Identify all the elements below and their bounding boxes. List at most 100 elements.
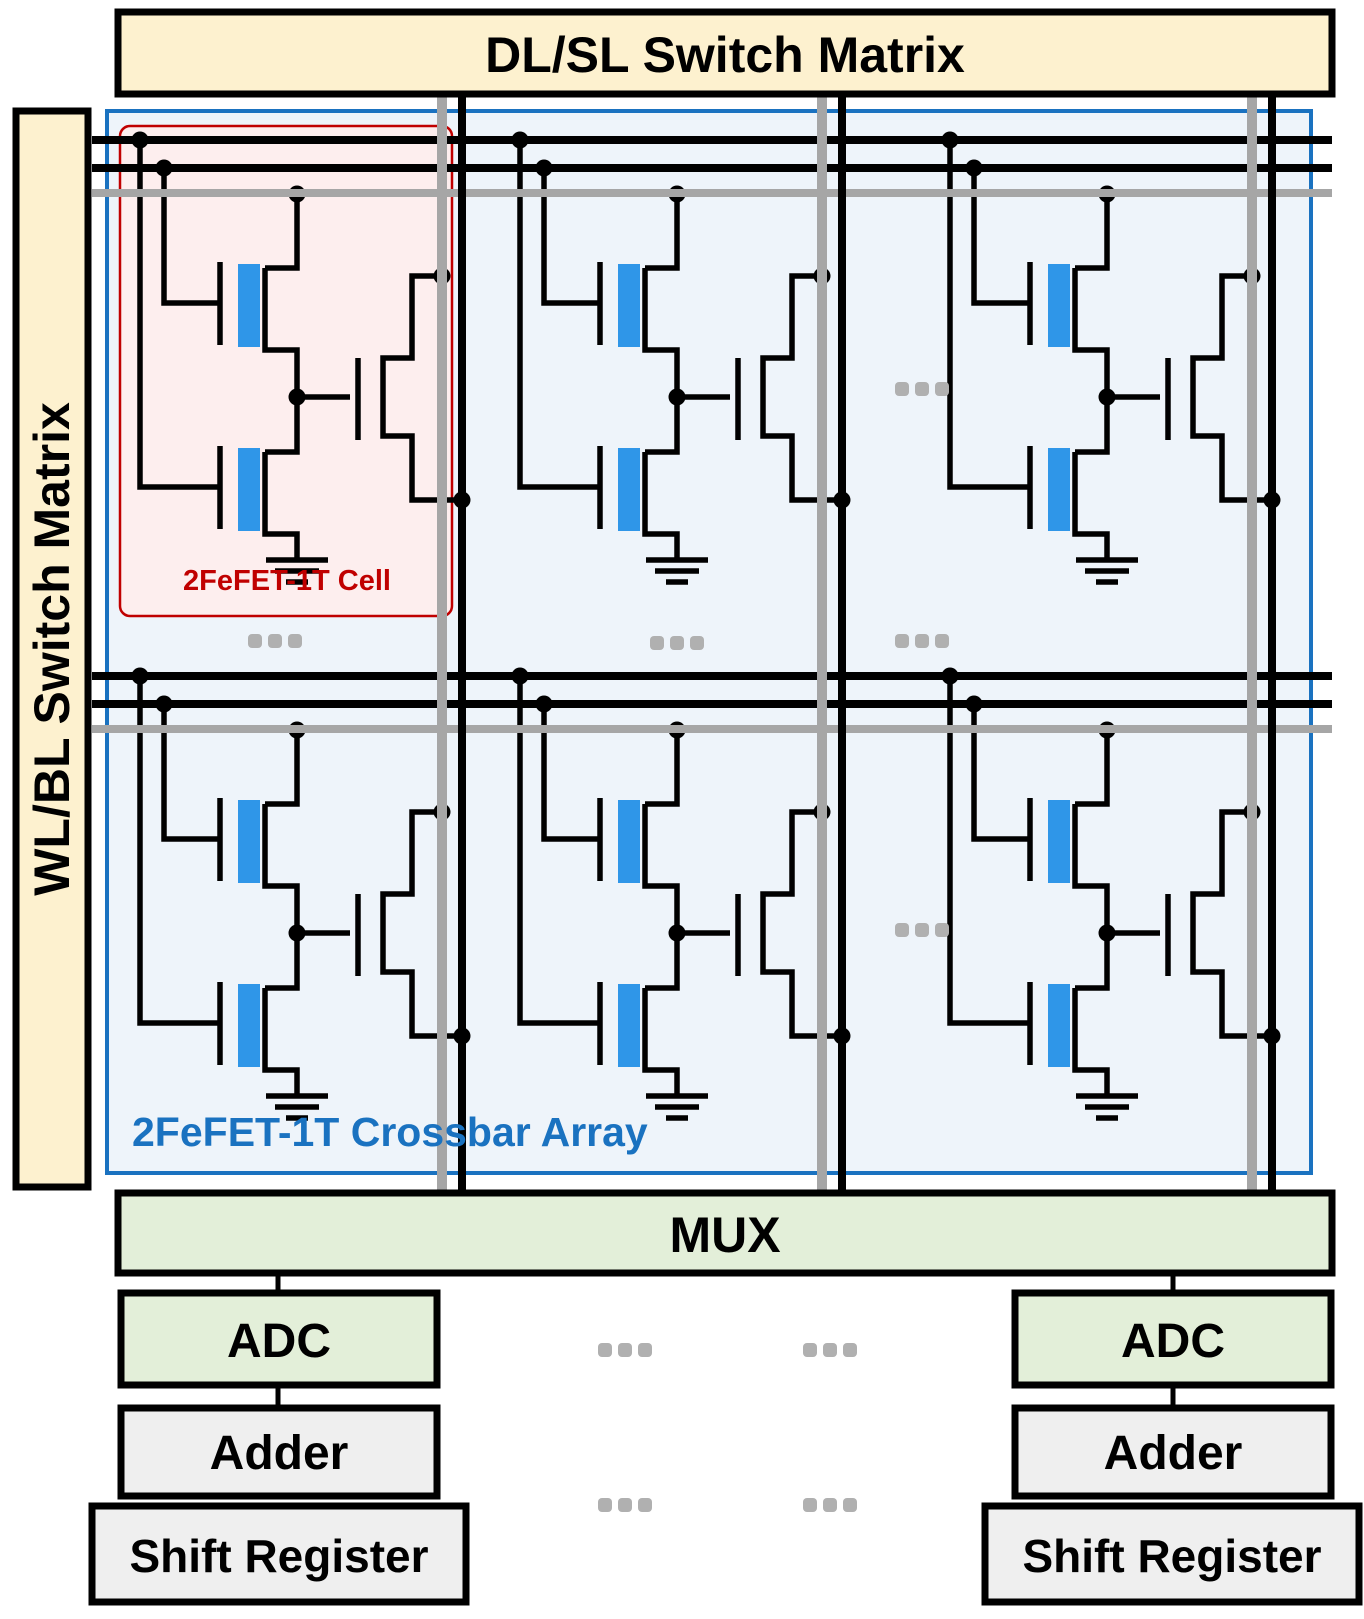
fefet-channel-wire bbox=[642, 452, 680, 560]
ellipsis-indicator bbox=[598, 1343, 652, 1357]
ellipsis-dot bbox=[895, 382, 909, 396]
ellipsis-dot bbox=[843, 1498, 857, 1512]
ellipsis-dot bbox=[598, 1498, 612, 1512]
gate-wire bbox=[161, 168, 220, 306]
left-adc-block: ADC bbox=[117, 1289, 441, 1389]
ferroelectric-layer bbox=[1048, 984, 1070, 1067]
right-adc-label: ADC bbox=[1121, 1315, 1225, 1368]
transistor-channel-wire bbox=[380, 273, 462, 503]
left-shift-register-label: Shift Register bbox=[129, 1530, 428, 1582]
junction-dot bbox=[668, 388, 686, 406]
left-shift-register-block: Shift Register bbox=[88, 1502, 470, 1606]
ground-symbol bbox=[266, 557, 328, 585]
fefet-channel-wire bbox=[262, 988, 300, 1096]
wl-bl-switch-matrix: WL/BL Switch Matrix bbox=[12, 107, 92, 1191]
ferroelectric-layer bbox=[1048, 264, 1070, 347]
ferroelectric-layer bbox=[238, 264, 260, 347]
ferroelectric-layer bbox=[618, 448, 640, 531]
ellipsis-dot bbox=[915, 923, 929, 937]
fefet-channel-wire bbox=[262, 194, 300, 455]
fefet-cell-2 bbox=[941, 131, 1281, 585]
ellipsis-indicator bbox=[895, 634, 949, 648]
mux-block: MUX bbox=[114, 1189, 1336, 1277]
cell-label: 2FeFET-1T Cell bbox=[183, 565, 391, 597]
ellipsis-dot bbox=[248, 634, 262, 648]
mux-label: MUX bbox=[669, 1207, 780, 1263]
ferroelectric-layer bbox=[618, 800, 640, 883]
ellipsis-dot bbox=[823, 1498, 837, 1512]
ellipsis-indicator bbox=[598, 1498, 652, 1512]
ellipsis-indicator bbox=[895, 382, 949, 396]
fefet-channel-wire bbox=[1072, 988, 1110, 1096]
gate-wire bbox=[517, 140, 600, 490]
transistor-channel-wire bbox=[760, 273, 842, 503]
ferroelectric-layer bbox=[1048, 448, 1070, 531]
right-shift-register-label: Shift Register bbox=[1022, 1530, 1321, 1582]
junction-dot bbox=[288, 388, 306, 406]
ground-symbol bbox=[1076, 557, 1138, 585]
dl-sl-switch-matrix: DL/SL Switch Matrix bbox=[114, 8, 1336, 98]
ferroelectric-layer bbox=[238, 448, 260, 531]
junction-dot bbox=[668, 924, 686, 942]
gate-wire bbox=[971, 704, 1030, 842]
left-adder-block: Adder bbox=[117, 1404, 441, 1500]
transistor-channel-wire bbox=[1190, 809, 1272, 1039]
ellipsis-dot bbox=[935, 382, 949, 396]
gate-wire bbox=[137, 676, 220, 1026]
ellipsis-dot bbox=[935, 634, 949, 648]
ellipsis-dot bbox=[935, 923, 949, 937]
gate-wire bbox=[161, 704, 220, 842]
gate-wire bbox=[971, 168, 1030, 306]
transistor-channel-wire bbox=[380, 809, 462, 1039]
gate-wire bbox=[541, 168, 600, 306]
fefet-cell-4 bbox=[511, 667, 851, 1121]
left-adder-label: Adder bbox=[210, 1427, 349, 1480]
ground-symbol bbox=[1076, 1093, 1138, 1121]
ellipsis-dot bbox=[638, 1498, 652, 1512]
transistor-channel-wire bbox=[1190, 273, 1272, 503]
ellipsis-dot bbox=[915, 382, 929, 396]
ellipsis-dot bbox=[618, 1498, 632, 1512]
ground-symbol bbox=[646, 557, 708, 585]
gate-wire bbox=[541, 704, 600, 842]
ferroelectric-layer bbox=[618, 264, 640, 347]
ellipsis-indicator bbox=[803, 1498, 857, 1512]
ellipsis-dot bbox=[803, 1498, 817, 1512]
junction-dot bbox=[1098, 388, 1116, 406]
ellipsis-indicator bbox=[248, 634, 302, 648]
gate-wire bbox=[137, 140, 220, 490]
ellipsis-dot bbox=[690, 636, 704, 650]
ellipsis-dot bbox=[288, 634, 302, 648]
fefet-channel-wire bbox=[1072, 730, 1110, 991]
ellipsis-dot bbox=[638, 1343, 652, 1357]
ellipsis-indicator bbox=[895, 923, 949, 937]
junction-dot bbox=[288, 924, 306, 942]
gate-wire bbox=[517, 676, 600, 1026]
fefet-cell-0 bbox=[131, 131, 471, 585]
array-label: 2FeFET-1T Crossbar Array bbox=[132, 1109, 648, 1155]
ellipsis-dot bbox=[915, 634, 929, 648]
wl-bl-switch-matrix-label: WL/BL Switch Matrix bbox=[24, 402, 80, 896]
right-shift-register-block: Shift Register bbox=[981, 1502, 1363, 1606]
fefet-channel-wire bbox=[642, 194, 680, 455]
right-adder-block: Adder bbox=[1011, 1404, 1335, 1500]
ellipsis-indicator bbox=[650, 636, 704, 650]
gate-wire bbox=[947, 676, 1030, 1026]
junction-dot bbox=[1098, 924, 1116, 942]
fefet-channel-wire bbox=[262, 452, 300, 560]
ellipsis-dot bbox=[670, 636, 684, 650]
ellipsis-dot bbox=[618, 1343, 632, 1357]
ellipsis-dot bbox=[895, 634, 909, 648]
ellipsis-dot bbox=[843, 1343, 857, 1357]
fefet-channel-wire bbox=[1072, 452, 1110, 560]
transistor-channel-wire bbox=[760, 809, 842, 1039]
fefet-channel-wire bbox=[1072, 194, 1110, 455]
ferroelectric-layer bbox=[1048, 800, 1070, 883]
ferroelectric-layer bbox=[238, 800, 260, 883]
ground-symbol bbox=[646, 1093, 708, 1121]
fefet-channel-wire bbox=[642, 730, 680, 991]
right-adder-label: Adder bbox=[1104, 1427, 1243, 1480]
left-adc-label: ADC bbox=[227, 1315, 331, 1368]
ellipsis-dot bbox=[823, 1343, 837, 1357]
ferroelectric-layer bbox=[618, 984, 640, 1067]
